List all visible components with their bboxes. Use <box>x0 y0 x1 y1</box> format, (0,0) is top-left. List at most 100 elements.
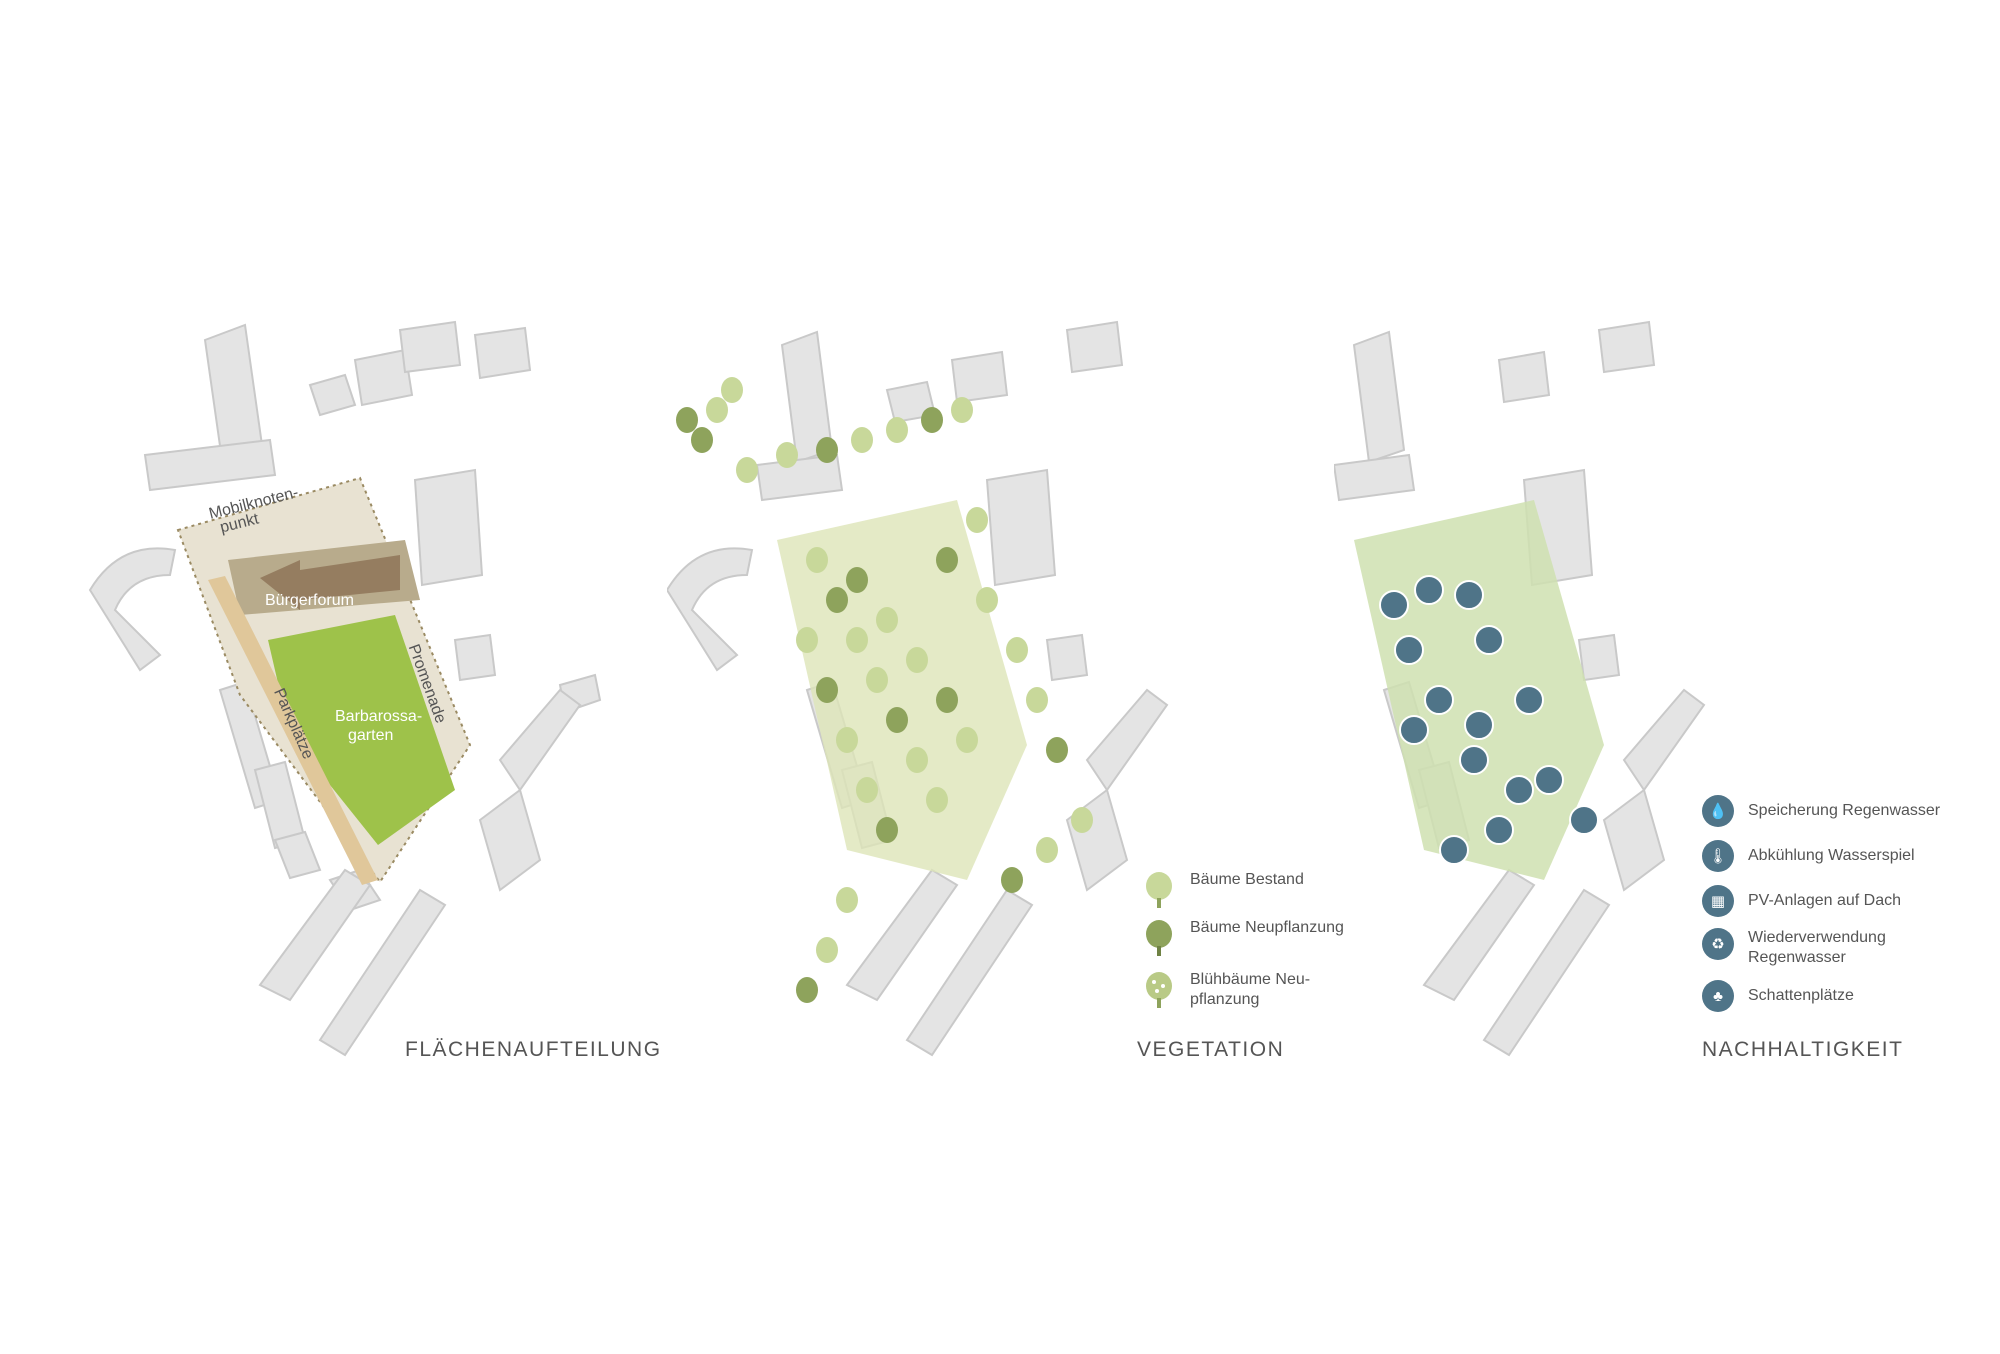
tree-icon <box>906 647 928 673</box>
parking-strip <box>208 576 378 885</box>
tree-icon <box>936 547 958 573</box>
tree-icon <box>1036 837 1058 863</box>
tree-icon <box>691 427 713 453</box>
tree-icon <box>846 627 868 653</box>
tree-icon <box>851 427 873 453</box>
legend-label: PV-Anlagen auf Dach <box>1748 892 1901 909</box>
tree-icon <box>826 587 848 613</box>
legend-label-2: pflanzung <box>1190 991 1260 1008</box>
tree-icon <box>721 377 743 403</box>
legend-item-rainwater-storage: 💧 Speicherung Regenwasser <box>1702 795 1940 827</box>
legend-item-water-cooling: 🌡 Abkühlung Wasserspiel <box>1702 840 1915 872</box>
sustainability-marker-icon <box>1414 575 1444 605</box>
site-plan-sustainability <box>1242 320 1706 1057</box>
sustainability-marker-icon <box>1379 590 1409 620</box>
sustainability-marker-icon <box>1454 580 1484 610</box>
legend-item-pv-roof: ▦ PV-Anlagen auf Dach <box>1702 885 1901 917</box>
panel-vegetation: Bäume Bestand Bäume Neupflanzung Blühbäu… <box>665 0 1344 1349</box>
thermometer-icon: 🌡 <box>1702 840 1734 872</box>
sustainability-marker-icon <box>1484 815 1514 845</box>
tree-icon <box>676 407 698 433</box>
legend-label: Wiederverwendung <box>1748 929 1886 946</box>
tree-icon <box>796 977 818 1003</box>
tree-new-icon <box>1142 918 1176 958</box>
legend-label: Bäume Bestand <box>1190 871 1304 888</box>
tree-icon <box>706 397 728 423</box>
water-drop-icon: 💧 <box>1702 795 1734 827</box>
tree-icon <box>1006 637 1028 663</box>
tree-icon <box>976 587 998 613</box>
tree-icon <box>1026 687 1048 713</box>
recycle-water-icon: ♻ <box>1702 928 1734 960</box>
site-plan-vegetation <box>665 320 1169 1057</box>
tree-icon <box>876 817 898 843</box>
caption-vegetation: VEGETATION <box>1137 1038 1285 1061</box>
sustainability-marker-icon <box>1399 715 1429 745</box>
legend-label: Blühbäume Neu- <box>1190 971 1311 988</box>
label-garden: Barbarossa- <box>335 708 423 725</box>
tree-icon <box>856 777 878 803</box>
tree-icon <box>936 687 958 713</box>
legend-item-flowering-trees: Blühbäume Neu- pflanzung <box>1142 970 1310 1010</box>
sustainability-marker-icon <box>1514 685 1544 715</box>
tree-icon <box>886 417 908 443</box>
sustainability-marker-icon <box>1439 835 1469 865</box>
sustainability-marker-icon <box>1569 805 1599 835</box>
surrounding-buildings <box>88 320 602 1057</box>
legend-item-new-trees: Bäume Neupflanzung <box>1142 918 1344 958</box>
tree-icon <box>886 707 908 733</box>
tree-icon <box>906 747 928 773</box>
tree-icon <box>951 397 973 423</box>
tree-icon <box>796 627 818 653</box>
legend-label: Schattenplätze <box>1748 987 1854 1004</box>
tree-icon <box>806 547 828 573</box>
sustainability-icons-on-map <box>1379 575 1599 865</box>
site-plan-area <box>88 320 602 1057</box>
legend-label-wrap: Blühbäume Neu- pflanzung <box>1190 970 1310 1010</box>
sustainability-marker-icon <box>1474 625 1504 655</box>
sustainability-marker-icon <box>1459 745 1489 775</box>
label-garden-2: garten <box>348 727 394 744</box>
tree-icon <box>836 887 858 913</box>
tree-icon <box>816 437 838 463</box>
shade-tree-icon: ♣ <box>1702 980 1734 1012</box>
legend-label: Bäume Neupflanzung <box>1190 919 1344 936</box>
arrow-forum <box>260 555 400 610</box>
sustainability-marker-icon <box>1504 775 1534 805</box>
tree-icon <box>776 442 798 468</box>
sustainability-marker-icon <box>1464 710 1494 740</box>
tree-icon <box>926 787 948 813</box>
sustainability-marker-icon <box>1534 765 1564 795</box>
legend-item-existing-trees: Bäume Bestand <box>1142 870 1304 910</box>
tree-icon <box>866 667 888 693</box>
label-forum: Bürgerforum <box>265 592 354 609</box>
legend-label: Speicherung Regenwasser <box>1748 802 1941 819</box>
tree-icon <box>1001 867 1023 893</box>
legend-item-shade: ♣ Schattenplätze <box>1702 980 1854 1012</box>
legend-label-2: Regenwasser <box>1748 949 1846 966</box>
tree-icon <box>836 727 858 753</box>
tree-existing-icon <box>1142 870 1176 910</box>
tree-icon <box>1071 807 1093 833</box>
caption-area-distribution: FLÄCHENAUFTEILUNG <box>405 1038 662 1061</box>
tree-icon <box>1046 737 1068 763</box>
sustainability-marker-icon <box>1394 635 1424 665</box>
panel-sustainability: 💧 Speicherung Regenwasser 🌡 Abkühlung Wa… <box>1242 0 2000 1349</box>
tree-icon <box>876 607 898 633</box>
legend-label: Abkühlung Wasserspiel <box>1748 847 1915 864</box>
flowering-tree-icon <box>1142 970 1176 1010</box>
garden-zone <box>268 615 455 845</box>
caption-sustainability: NACHHALTIGKEIT <box>1702 1038 1904 1061</box>
site-zones <box>176 476 472 885</box>
tree-icon <box>966 507 988 533</box>
tree-icon <box>816 937 838 963</box>
tree-icon <box>736 457 758 483</box>
sustainability-marker-icon <box>1424 685 1454 715</box>
tree-icon <box>816 677 838 703</box>
tree-icon <box>921 407 943 433</box>
tree-cluster <box>676 377 1093 1003</box>
tree-icon <box>956 727 978 753</box>
tree-icon <box>846 567 868 593</box>
legend-item-rainwater-reuse: ♻ Wiederverwendung Regenwasser <box>1702 928 1886 968</box>
